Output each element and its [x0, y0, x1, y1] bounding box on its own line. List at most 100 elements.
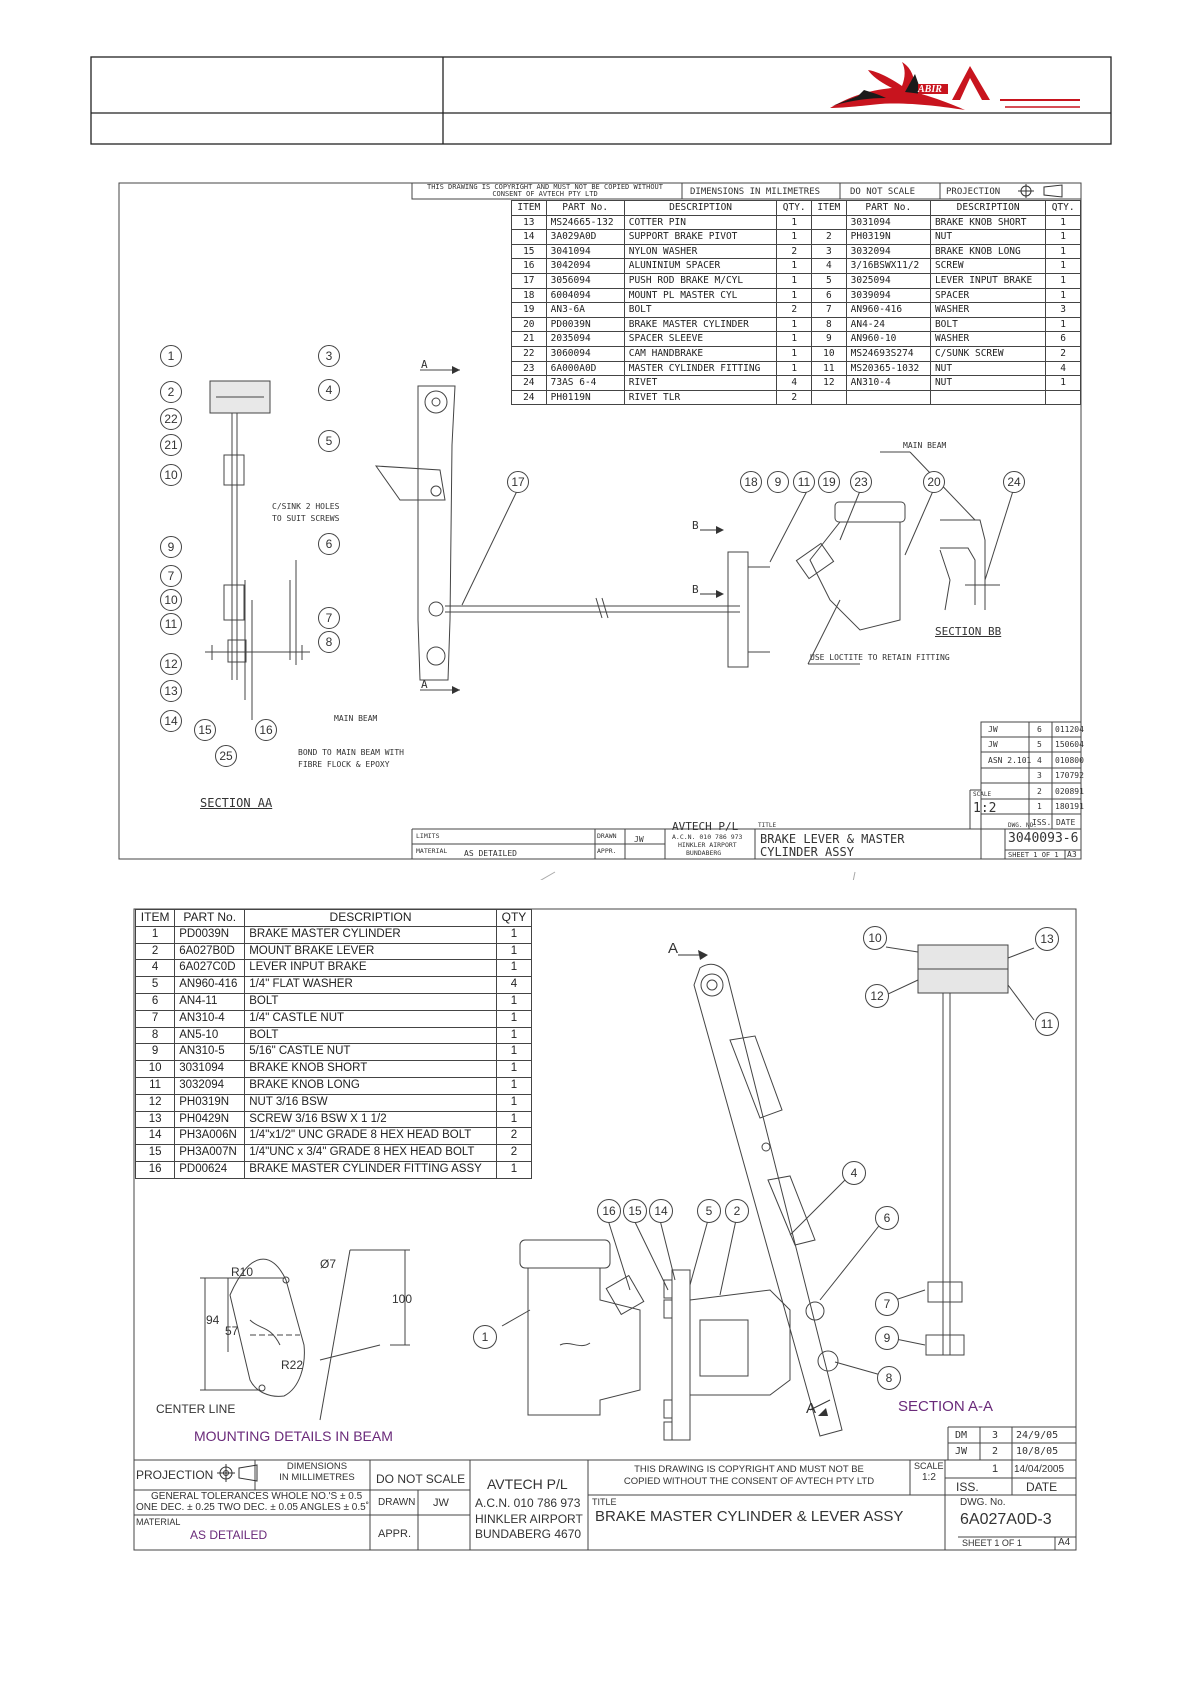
- table-cell: BRAKE KNOB SHORT: [244, 1060, 497, 1078]
- table-cell: AN310-4: [174, 1009, 246, 1028]
- revision-cell: 1: [1037, 802, 1042, 811]
- item-balloon: 13: [160, 680, 182, 702]
- table-cell: AN310-5: [174, 1043, 246, 1062]
- item-balloon: 20: [923, 471, 945, 493]
- d2-size: A4: [1058, 1537, 1071, 1548]
- table-cell: 6A027C0D: [174, 959, 246, 978]
- item-balloon: 7: [875, 1292, 899, 1316]
- table-cell: RIVET TLR: [623, 389, 778, 406]
- d1-dwg-no: 3040093-6: [1008, 831, 1079, 846]
- table-cell: 2: [134, 942, 176, 961]
- revision-cell: 3: [992, 1430, 999, 1441]
- d1-bond-label: BOND TO MAIN BEAM WITH: [298, 748, 404, 757]
- table-cell: BOLT: [244, 1026, 497, 1045]
- item-balloon: 2: [725, 1199, 749, 1223]
- d2-copyright-1: THIS DRAWING IS COPYRIGHT AND MUST NOT B…: [634, 1464, 864, 1475]
- d1-csink-label2: TO SUIT SCREWS: [272, 514, 340, 523]
- item-balloon: 1: [473, 1325, 497, 1349]
- table-cell: MOUNT BRAKE LEVER: [244, 942, 497, 961]
- item-balloon: 15: [194, 719, 216, 741]
- d2-r10-label: R10: [231, 1265, 254, 1279]
- revision-cell: 4: [1037, 755, 1042, 765]
- d1-projection: PROJECTION: [946, 187, 1001, 197]
- table-cell: 1: [495, 1009, 533, 1028]
- page-header: ABIR: [90, 56, 1112, 145]
- drawing2-bom-header-cell: PART No.: [174, 909, 246, 927]
- item-balloon: 11: [1035, 1012, 1059, 1036]
- d2-as-detailed: AS DETAILED: [190, 1528, 268, 1542]
- item-balloon: 15: [623, 1199, 647, 1223]
- table-cell: 2: [495, 1127, 533, 1146]
- revision-cell: 3: [1037, 771, 1042, 781]
- table-cell: PH3A007N: [174, 1144, 246, 1162]
- table-cell: 3A029A0D: [545, 229, 625, 245]
- d1-iss-label: ISS.: [1032, 818, 1052, 827]
- d1-size: A3: [1067, 850, 1077, 859]
- drawing2-bom-header-cell: QTY: [495, 909, 533, 927]
- d2-scale: 1:2: [922, 1472, 936, 1483]
- table-cell: 12: [134, 1093, 176, 1112]
- table-cell: 1/4"UNC x 3/4" GRADE 8 HEX HEAD BOLT: [244, 1144, 497, 1162]
- table-cell: BRAKE KNOB LONG: [244, 1076, 497, 1095]
- item-balloon: 3: [318, 345, 340, 367]
- revision-cell: JW: [988, 725, 998, 734]
- d2-section-a-top: A: [668, 940, 679, 957]
- d1-main-beam-label: MAIN BEAM: [334, 714, 378, 723]
- revision-cell: 2: [1037, 786, 1042, 796]
- d2-drawn-label: DRAWN: [378, 1497, 416, 1508]
- d2-mounting-title: MOUNTING DETAILS IN BEAM: [194, 1428, 393, 1444]
- table-cell: 1: [134, 925, 176, 944]
- revision-cell: 2: [992, 1446, 999, 1457]
- drawing-2-linework: [133, 908, 1077, 1551]
- d1-addr2: BUNDABERG: [686, 849, 722, 857]
- table-cell: 1: [495, 992, 533, 1011]
- table-cell: PH0319N: [174, 1093, 246, 1112]
- d2-material-label: MATERIAL: [136, 1517, 181, 1527]
- revision-cell: 150604: [1055, 740, 1084, 750]
- d2-dimensions: DIMENSIONS: [286, 1461, 348, 1472]
- d1-date-label: DATE: [1056, 818, 1076, 827]
- item-balloon: 16: [255, 719, 277, 741]
- table-cell: 3031094: [174, 1060, 246, 1078]
- svg-text:ABIR: ABIR: [917, 84, 942, 95]
- item-balloon: 19: [818, 471, 840, 493]
- table-cell: 11: [134, 1076, 176, 1095]
- table-cell: LEVER INPUT BRAKE: [244, 959, 497, 978]
- table-cell: 1: [495, 1110, 533, 1129]
- item-balloon: 5: [318, 430, 340, 452]
- revision-cell: 011204: [1055, 725, 1084, 734]
- item-balloon: 10: [160, 464, 182, 486]
- table-cell: 13: [134, 1110, 176, 1129]
- revision-cell: 010800: [1055, 755, 1084, 765]
- item-balloon: 23: [850, 471, 872, 493]
- table-cell: 3: [1045, 302, 1081, 318]
- table-cell: AN5-10: [174, 1026, 246, 1045]
- table-cell: 10: [134, 1060, 176, 1078]
- d2-dwg-no: 6A027A0D-3: [960, 1511, 1052, 1528]
- d1-material-label: MATERIAL: [416, 847, 448, 855]
- table-cell: 1: [495, 1060, 533, 1078]
- item-balloon: 9: [875, 1326, 899, 1350]
- revision-cell: 020891: [1055, 786, 1084, 796]
- revision-cell: 170792: [1055, 771, 1084, 781]
- table-cell: BRAKE MASTER CYLINDER: [244, 925, 497, 944]
- d2-title: BRAKE MASTER CYLINDER & LEVER ASSY: [595, 1508, 904, 1525]
- d1-bond-label2: FIBRE FLOCK & EPOXY: [298, 760, 390, 769]
- item-balloon: 9: [767, 471, 789, 493]
